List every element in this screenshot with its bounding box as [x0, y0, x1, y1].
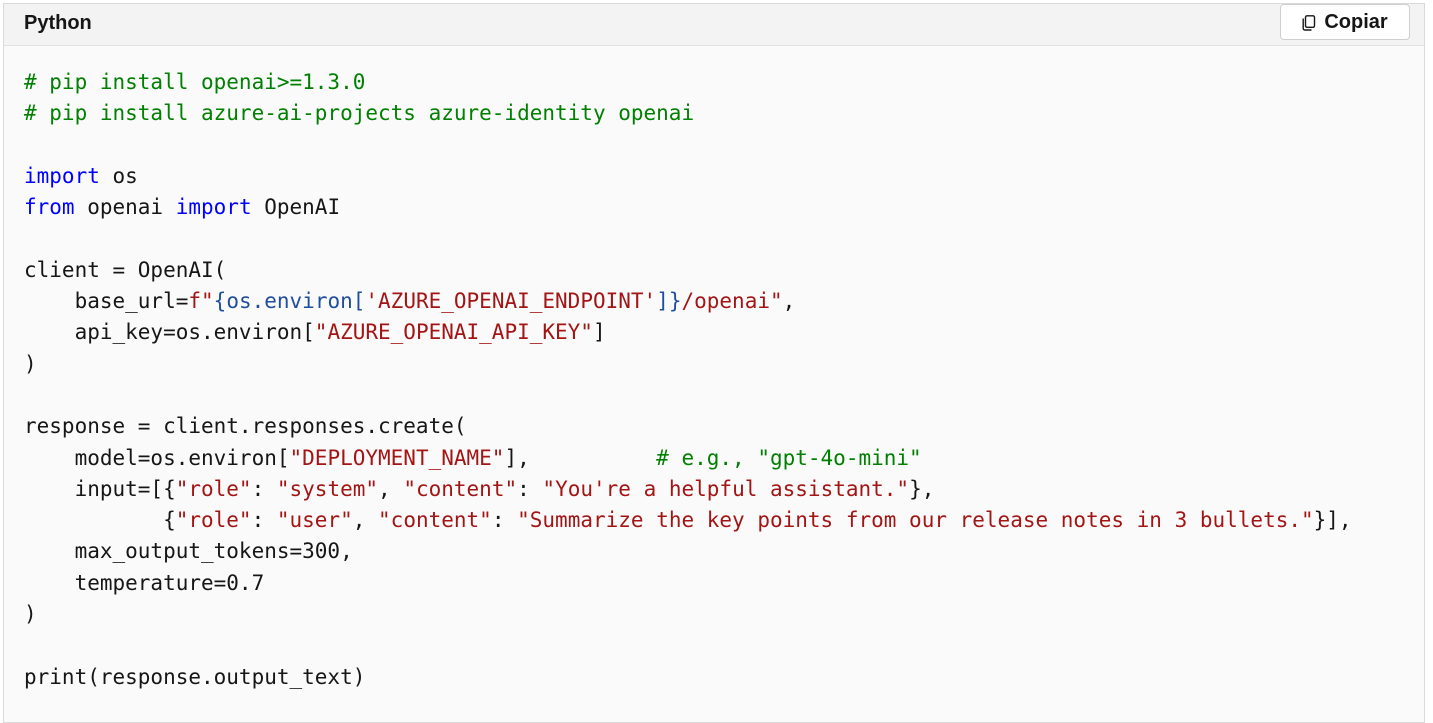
code-token: client = OpenAI( — [24, 257, 227, 282]
code-token: response = client.responses.create( — [24, 414, 467, 439]
code-token: { — [24, 508, 176, 533]
code-line: api_key=os.environ["AZURE_OPENAI_API_KEY… — [24, 320, 606, 344]
code-token: : — [251, 476, 277, 501]
code-token: , — [378, 476, 404, 501]
code-line: from openai import OpenAI — [24, 195, 340, 219]
code-token: max_output_tokens=300, — [24, 539, 353, 564]
code-token: from — [24, 195, 75, 220]
code-token: , — [782, 289, 796, 314]
code-header: Python Copiar — [4, 4, 1424, 46]
code-line: client = OpenAI( — [24, 258, 226, 282]
code-token: base_url= — [24, 289, 189, 314]
code-token: }, — [909, 476, 935, 501]
code-token: os — [99, 163, 138, 188]
code-token: openai — [74, 195, 176, 220]
copy-icon — [1302, 14, 1316, 31]
code-token: ) — [24, 602, 37, 627]
code-line: print(response.output_text) — [24, 665, 365, 689]
code-line: input=[{"role": "system", "content": "Yo… — [24, 476, 935, 501]
code-line: ) — [24, 602, 37, 626]
code-token: : — [491, 508, 518, 533]
code-line: max_output_tokens=300, — [24, 539, 353, 563]
code-token: {os.environ[ — [213, 289, 366, 314]
code-token: ]} — [656, 289, 682, 314]
code-line: response = client.responses.create( — [24, 414, 467, 438]
code-token: "content" — [403, 476, 518, 501]
code-token: ] — [592, 320, 606, 345]
code-token: OpenAI — [251, 195, 341, 220]
code-line: {"role": "user", "content": "Summarize t… — [24, 508, 1352, 532]
code-token: "role" — [175, 508, 252, 533]
code-token: ) — [24, 351, 37, 376]
language-label: Python — [24, 12, 92, 34]
code-token: , — [352, 508, 379, 533]
code-token: "user" — [276, 508, 353, 533]
code-token: "content" — [378, 508, 492, 533]
code-token: # pip install openai>=1.3.0 — [24, 70, 366, 94]
code-token: import — [24, 163, 100, 188]
code-token: "DEPLOYMENT_NAME" — [289, 445, 505, 470]
code-token: ], — [504, 445, 657, 470]
code-token: api_key=os.environ[ — [24, 320, 315, 345]
code-token: "Summarize the key points from our relea… — [517, 508, 1314, 533]
code-token: import — [175, 195, 252, 220]
code-block: Python Copiar # pip install openai>=1.3.… — [3, 3, 1425, 723]
code-line: import os — [24, 164, 138, 188]
code-token: : — [517, 476, 543, 501]
code-line: base_url=f"{os.environ['AZURE_OPENAI_END… — [24, 289, 796, 314]
copy-button[interactable]: Copiar — [1280, 4, 1410, 40]
code-token: 'AZURE_OPENAI_ENDPOINT' — [365, 289, 657, 314]
copy-button-label: Copiar — [1324, 10, 1388, 33]
code-token: temperature=0.7 — [24, 570, 265, 595]
code-line: # pip install openai>=1.3.0 — [24, 70, 365, 94]
code-token: # pip install azure-ai-projects azure-id… — [24, 101, 695, 126]
code-line: # pip install azure-ai-projects azure-id… — [24, 101, 694, 125]
code-token: model=os.environ[ — [24, 445, 290, 470]
code-token: print(response.output_text) — [24, 664, 366, 689]
code-token: }], — [1313, 508, 1352, 533]
code-token: "role" — [175, 476, 252, 501]
code-line: model=os.environ["DEPLOYMENT_NAME"], # e… — [24, 446, 922, 470]
code-token: "You're a helpful assistant." — [542, 476, 910, 501]
code-line: ) — [24, 352, 37, 376]
code-content[interactable]: # pip install openai>=1.3.0 # pip instal… — [24, 67, 1352, 693]
code-token: "system" — [276, 476, 379, 501]
code-token: : — [251, 508, 277, 533]
code-token: /openai" — [681, 289, 783, 314]
code-token: "AZURE_OPENAI_API_KEY" — [314, 320, 593, 345]
code-token: f" — [188, 289, 214, 314]
code-token: # e.g., "gpt-4o-mini" — [656, 445, 922, 470]
code-token: input=[{ — [24, 476, 176, 501]
code-line: temperature=0.7 — [24, 570, 265, 595]
